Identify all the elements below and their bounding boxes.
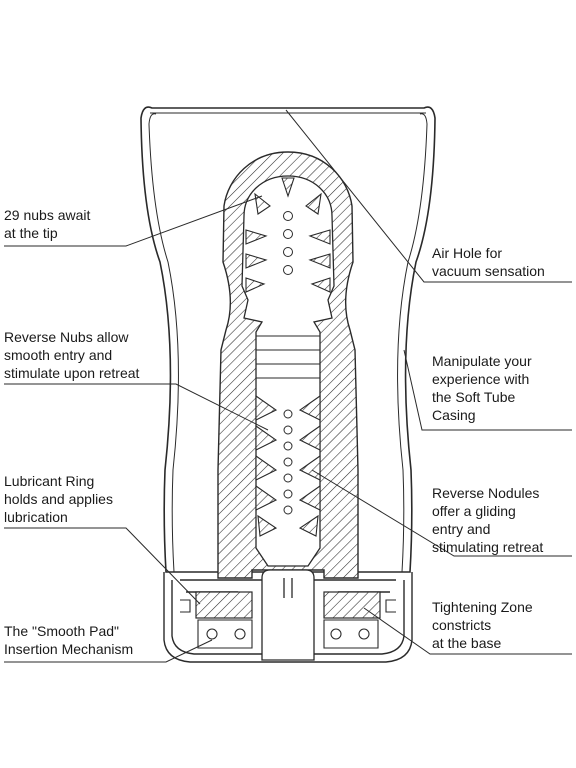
outer-casing: [140, 106, 436, 573]
label-soft-tube: Manipulate your experience with the Soft…: [432, 353, 532, 423]
reverse-nubs: [255, 394, 321, 537]
tip-dimples: [283, 211, 293, 275]
lubricant-ring: [195, 591, 381, 619]
label-reverse-nubs: Reverse Nubs allow smooth entry and stim…: [4, 329, 140, 381]
leader-air-hole: [285, 109, 572, 283]
leader-tightening-zone: [363, 607, 572, 655]
label-smooth-pad: The "Smooth Pad" Insertion Mechanism: [4, 623, 134, 657]
tip-nubs: [245, 177, 331, 293]
smooth-pad-mechanism: [180, 599, 396, 649]
leader-lines: [4, 109, 572, 663]
leader-lubricant-ring: [4, 527, 201, 605]
nodule-dimples: [283, 409, 293, 515]
label-nubs-tip: 29 nubs await at the tip: [4, 207, 91, 241]
base-plug: [261, 569, 315, 661]
middle-ribs: [256, 335, 320, 379]
leader-reverse-nodules: [311, 469, 572, 557]
label-tightening-zone: Tightening Zone constricts at the base: [432, 599, 533, 651]
leader-soft-tube: [403, 349, 572, 431]
leader-reverse-nubs: [4, 383, 269, 431]
leader-nubs-tip: [4, 195, 263, 247]
inner-casing-wall: [148, 113, 428, 573]
label-lubricant-ring: Lubricant Ring holds and applies lubrica…: [4, 473, 113, 525]
leader-smooth-pad: [4, 639, 213, 663]
label-reverse-nodules: Reverse Nodules offer a gliding entry an…: [432, 485, 544, 555]
label-air-hole: Air Hole for vacuum sensation: [432, 245, 545, 279]
